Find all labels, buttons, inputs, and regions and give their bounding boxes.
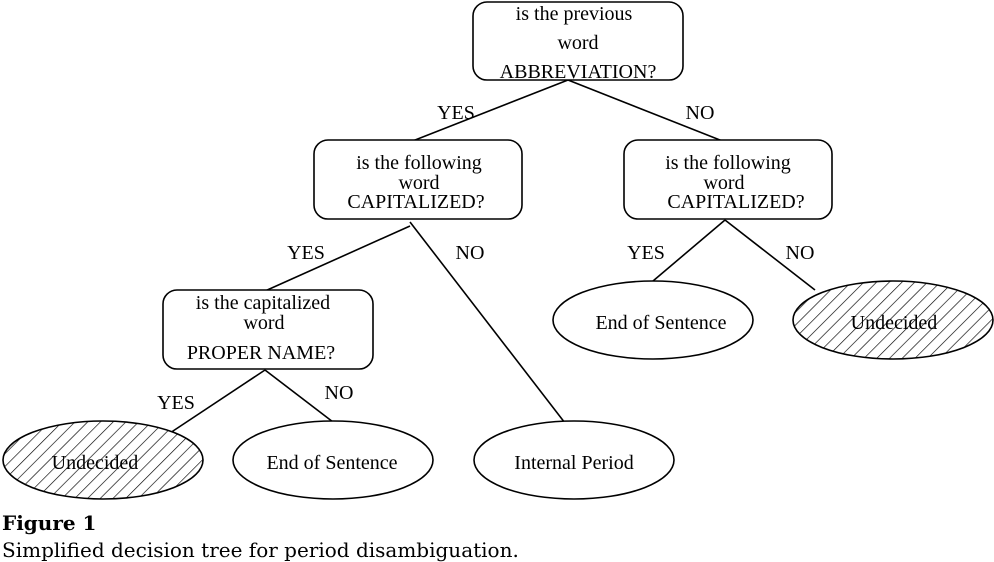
leaf-end-of-sentence-mid: End of Sentence xyxy=(232,420,434,500)
leaf-end-of-sentence-right: End of Sentence xyxy=(552,280,754,360)
node-proper-line-2: word xyxy=(243,312,284,334)
node-right-line-2: word xyxy=(703,172,744,194)
node-proper-line-3: PROPER NAME? xyxy=(187,342,335,364)
leaf-internal-label: Internal Period xyxy=(514,452,633,474)
decision-node-right: is the following word CAPITALIZED? xyxy=(623,139,833,220)
decision-node-left: is the following word CAPITALIZED? xyxy=(313,139,523,220)
edge-root-right xyxy=(567,79,726,143)
edge-left-internal xyxy=(409,221,566,424)
edge-label-proper-no: NO xyxy=(325,382,354,404)
decision-node-root: is the previous word ABBREVIATION? xyxy=(472,1,684,83)
edge-left-proper xyxy=(264,225,411,292)
edge-right-end xyxy=(652,219,726,282)
edge-proper-undecided xyxy=(169,369,266,434)
node-left-line-1: is the following xyxy=(356,152,482,174)
edge-label-root-yes: YES xyxy=(437,102,475,124)
leaf-end-right-label: End of Sentence xyxy=(595,312,726,334)
edge-label-root-no: NO xyxy=(686,102,715,124)
edge-root-left xyxy=(409,79,569,143)
node-right-line-3: CAPITALIZED? xyxy=(667,191,804,213)
node-right-line-1: is the following xyxy=(665,152,791,174)
edge-label-left-no: NO xyxy=(456,242,485,264)
leaf-undecided-right-label: Undecided xyxy=(851,312,938,334)
figure-caption-text: Simplified decision tree for period disa… xyxy=(2,538,519,562)
edge-label-right-no: NO xyxy=(786,242,815,264)
edge-right-undecided xyxy=(724,219,816,291)
node-left-line-2: word xyxy=(398,172,439,194)
decision-node-proper-name: is the capitalized word PROPER NAME? xyxy=(162,289,374,370)
node-root-line-2: word xyxy=(557,32,598,54)
leaf-internal-period: Internal Period xyxy=(473,420,675,500)
node-root-line-1: is the previous xyxy=(516,3,633,25)
edge-label-right-yes: YES xyxy=(627,242,665,264)
leaf-undecided-left-label: Undecided xyxy=(52,452,139,474)
edge-proper-end xyxy=(264,369,334,423)
figure-caption-title: Figure 1 xyxy=(2,511,96,535)
edge-label-proper-yes: YES xyxy=(157,392,195,414)
node-proper-line-1: is the capitalized xyxy=(196,292,330,314)
leaf-undecided-right: Undecided xyxy=(792,280,994,360)
leaf-undecided-left: Undecided xyxy=(2,420,204,500)
leaf-end-mid-label: End of Sentence xyxy=(266,452,397,474)
edge-label-left-yes: YES xyxy=(287,242,325,264)
node-left-line-3: CAPITALIZED? xyxy=(347,191,484,213)
node-root-line-3: ABBREVIATION? xyxy=(500,61,657,83)
